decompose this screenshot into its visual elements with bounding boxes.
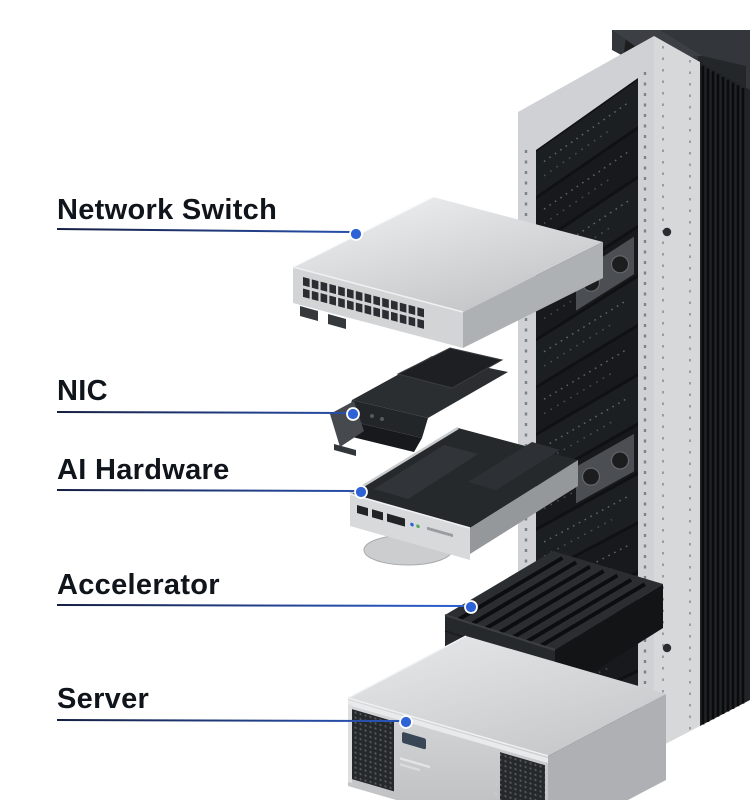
switch-front-edge — [292, 266, 464, 313]
server-ear — [348, 704, 352, 784]
switch-top — [293, 197, 603, 312]
server-left-grille-dots — [352, 709, 394, 792]
label-server: Server — [57, 683, 150, 715]
server-side — [548, 694, 666, 800]
callout-dot-server — [399, 715, 413, 729]
callout-line-server — [56, 719, 401, 722]
accelerator-side — [555, 584, 663, 696]
server-emblem — [402, 732, 426, 750]
switch-edge-highlight — [292, 196, 434, 268]
rack-side-fins — [701, 65, 745, 725]
server-label-line — [400, 763, 420, 772]
callout-line-nic — [56, 411, 348, 414]
tray-label-strip — [427, 526, 453, 538]
tray-front-edge — [349, 493, 471, 529]
tray-led — [410, 522, 414, 527]
tray-rim — [349, 426, 459, 496]
tray-module — [468, 442, 560, 490]
nic-bracket-foot — [334, 444, 356, 456]
label-nic: NIC — [57, 375, 108, 407]
server-front-details — [348, 700, 548, 800]
ai-hardware-graphic — [349, 426, 578, 566]
switch-foot — [328, 314, 346, 329]
callout-lines — [56, 227, 478, 729]
server-top — [348, 636, 666, 756]
label-accelerator: Accelerator — [57, 569, 220, 601]
nic-connector — [380, 417, 384, 421]
nic-body — [346, 400, 428, 438]
callout-dot-ai-hardware — [354, 485, 368, 499]
tray-side-rail — [470, 460, 578, 554]
tray-port — [387, 513, 405, 527]
tray-front — [350, 494, 470, 560]
callout-dot-nic — [346, 407, 360, 421]
server-front-edge — [347, 697, 549, 757]
switch-side — [463, 242, 603, 348]
tray-module — [374, 445, 478, 499]
rack-corner-post — [654, 36, 700, 750]
server-graphic — [347, 635, 666, 800]
nic-connector — [370, 414, 374, 418]
nic-heatsink — [396, 347, 504, 389]
network-switch-graphic — [292, 196, 603, 348]
callout-line-accelerator — [56, 604, 466, 607]
tray-port — [357, 505, 368, 517]
switch-foot — [300, 306, 318, 321]
server-right-grille-dots — [500, 752, 545, 800]
callout-line-ai-hardware — [56, 489, 356, 492]
switch-port-grid — [303, 277, 425, 329]
server-led-strip — [494, 765, 498, 796]
accelerator-front-edge — [444, 614, 556, 651]
label-network-switch: Network Switch — [57, 194, 278, 226]
tray-led — [416, 524, 420, 529]
rack-screw-hole — [662, 227, 672, 237]
callout-dot-accelerator — [464, 600, 478, 614]
tray-port — [372, 509, 383, 521]
server-label-line — [400, 757, 430, 769]
tray-front-details — [357, 505, 453, 538]
nic-graphic — [330, 347, 508, 456]
label-ai-hardware: AI Hardware — [57, 454, 230, 486]
server-bezel-strip — [348, 700, 548, 764]
server-front — [348, 698, 548, 800]
rack-screw-hole — [662, 643, 672, 653]
callout-line-network-switch — [56, 228, 351, 233]
server-edge-highlight — [347, 635, 467, 699]
callout-dot-network-switch — [349, 227, 363, 241]
